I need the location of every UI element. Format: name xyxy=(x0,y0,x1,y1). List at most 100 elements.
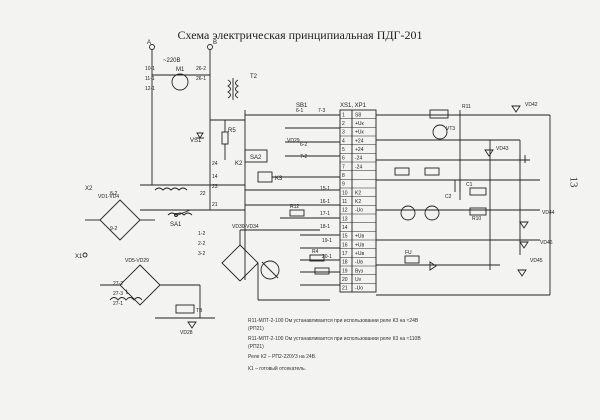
wire-label: 8-2 xyxy=(110,191,117,197)
pin-number: 19 xyxy=(342,268,348,274)
vd5-vd29-label: VD5-VD29 xyxy=(125,258,149,264)
wire-label: 26-2 xyxy=(196,66,206,72)
pin-number: 18 xyxy=(342,260,348,266)
vt3-label: VT3 xyxy=(446,126,455,132)
right-circuit xyxy=(376,105,551,296)
wire-label: 14 xyxy=(212,174,218,180)
r10-label: R10 xyxy=(472,216,481,222)
wire-label: 11-1 xyxy=(145,76,155,82)
pin-signal-label: Вуз xyxy=(355,268,364,274)
wire-label: 21 xyxy=(212,202,218,208)
pin-signal-label: -24 xyxy=(355,164,362,170)
bridge-vd5-vd29 xyxy=(100,264,200,306)
transistor-vt2 xyxy=(424,205,440,221)
r12-label: R12 xyxy=(290,204,299,210)
wire-label: 3-2 xyxy=(198,251,205,257)
diode-fu xyxy=(429,261,437,271)
wire-label: 10-1 xyxy=(145,66,155,72)
sa2-label: SA2 xyxy=(250,155,262,161)
wire-label: 9-2 xyxy=(110,226,117,232)
relay-k3-coil xyxy=(257,171,273,183)
k3-label: K3 xyxy=(275,176,283,182)
vd29-label: VD29 xyxy=(287,138,300,144)
inductor-l xyxy=(109,297,143,301)
vd42-label: VD42 xyxy=(525,102,538,108)
vd45-label: VD45 xyxy=(530,258,543,264)
wire-label: 7-2 xyxy=(300,154,307,160)
pin-number: 1 xyxy=(342,112,345,118)
motor-m1 xyxy=(171,73,189,91)
bridge-vd30-vd34 xyxy=(221,229,320,282)
r11-label: R11 xyxy=(462,104,471,110)
terminal-x1 xyxy=(82,252,88,258)
connector-xs1-xp1 xyxy=(339,109,377,293)
wire-label: 27-1 xyxy=(113,301,123,307)
pin-number: 11 xyxy=(342,199,347,205)
pin-number: 13 xyxy=(342,216,348,222)
supply-voltage: ~220В xyxy=(163,58,181,64)
diode-vd46 xyxy=(519,241,529,249)
vd30-vd34-label: VD30-VD34 xyxy=(232,224,259,230)
k2-label: K2 xyxy=(235,161,243,167)
bridge-vd1-vd4 xyxy=(85,199,155,241)
terminal-b-label: B xyxy=(213,40,217,46)
pin-number: 2 xyxy=(342,121,345,127)
diode-vd42 xyxy=(511,105,521,113)
wire-label: 7-3 xyxy=(318,108,325,114)
vd43-label: VD43 xyxy=(496,146,509,152)
pin-signal-label: +24 xyxy=(355,138,364,144)
note-6: К1 – готовый отсекатель. xyxy=(248,366,306,372)
left-wiring xyxy=(140,90,273,280)
transformer-t2 xyxy=(227,78,239,100)
wire-label: 17-1 xyxy=(320,211,330,217)
vd28-label: VD28 xyxy=(180,330,193,336)
wire-label: 22 xyxy=(200,191,206,197)
supply-lines xyxy=(149,44,213,185)
motor-m2 xyxy=(260,260,280,280)
motor-label: M1 xyxy=(176,67,185,73)
r4-label: R4 xyxy=(312,249,319,255)
wire-label: 18-1 xyxy=(320,224,330,230)
t2-label: T2 xyxy=(250,74,258,80)
terminal-a-label: A xyxy=(147,40,151,46)
fu-label: FU xyxy=(405,250,412,256)
pin-number: 8 xyxy=(342,173,345,179)
r5-label: R5 xyxy=(228,128,236,134)
pin-number: 4 xyxy=(342,138,345,144)
vd1-vd4-label: VD1-VD4 xyxy=(98,194,119,200)
pin-signal-label: S8 xyxy=(355,112,361,118)
pin-number: 12 xyxy=(342,208,348,214)
connector-label: XS1, XP1 xyxy=(340,103,367,109)
pin-number: 7 xyxy=(342,164,345,170)
pin-number: 3 xyxy=(342,130,345,136)
wire-label: 26-1 xyxy=(196,76,206,82)
pin-number: 10 xyxy=(342,190,348,196)
wire-label: 6-1 xyxy=(296,108,303,114)
pin-signal-label: +Uв xyxy=(355,234,365,240)
note-5: Реле К2 – РП2-220У3 на 24В. xyxy=(248,354,317,360)
c1-label: C1 xyxy=(466,182,473,188)
wire-label: 2-2 xyxy=(198,241,205,247)
wire-label: 15-1 xyxy=(320,186,330,192)
c2-label: C2 xyxy=(445,194,452,200)
vd46-label: VD46 xyxy=(540,240,553,246)
wire-label: 12-1 xyxy=(145,86,155,92)
note-1: R11-МЛТ-2-100 Ом устанавливается при исп… xyxy=(248,318,419,324)
pin-signal-label: -Uo xyxy=(355,286,363,292)
diode-vd28 xyxy=(187,321,197,329)
switch-sa2 xyxy=(244,149,268,163)
pin-signal-label: K2 xyxy=(355,199,361,205)
pin-number: 21 xyxy=(342,286,348,292)
note-4: (РП21) xyxy=(248,344,264,350)
tb-label: TB xyxy=(196,308,203,314)
wire-label: 1-2 xyxy=(198,231,205,237)
sa1-label: SA1 xyxy=(170,222,182,228)
pin-signal-label: -24 xyxy=(355,156,362,162)
pin-signal-label: K2 xyxy=(355,190,361,196)
vs1-label: VS1 xyxy=(190,138,202,144)
pin-number: 9 xyxy=(342,182,345,188)
wire-label: 23 xyxy=(212,184,218,190)
